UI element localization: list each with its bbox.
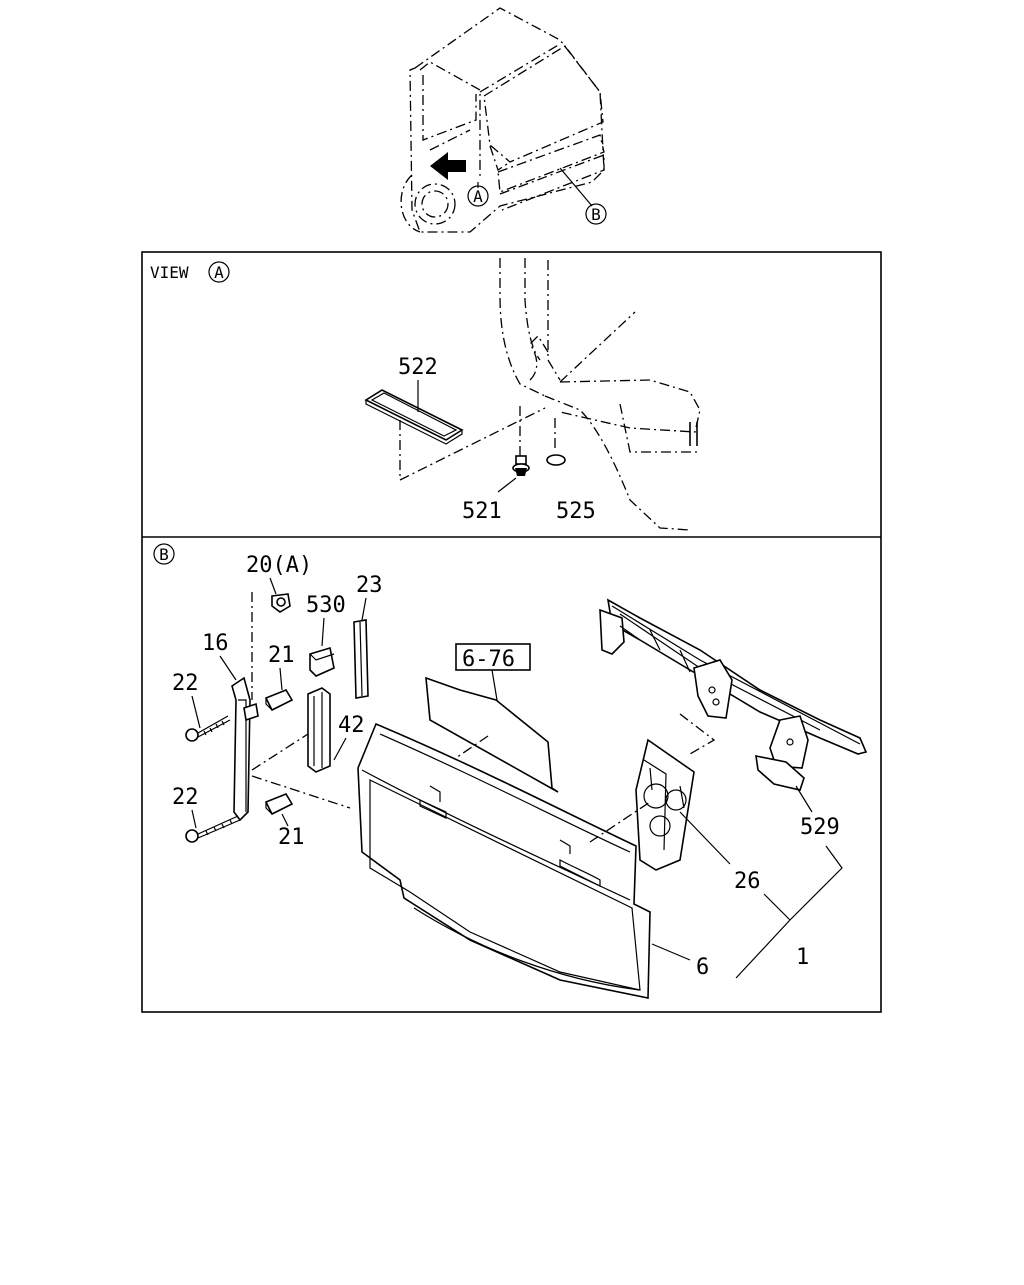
view-b-marker <box>585 203 607 225</box>
label-521: 521 <box>462 499 502 524</box>
view-b-section: B 20(A) 530 23 16 21 22 <box>153 543 868 999</box>
screw-22-top <box>185 715 231 742</box>
label-16: 16 <box>202 631 229 656</box>
view-a-title: VIEW <box>150 263 189 282</box>
label-23: 23 <box>356 573 383 598</box>
insulator-6-76 <box>425 676 559 793</box>
label-22-top: 22 <box>172 671 199 696</box>
label-6-76: 6-76 <box>462 647 515 672</box>
seal-525 <box>546 454 566 466</box>
ref-box-6-76 <box>455 643 531 671</box>
label-6: 6 <box>696 955 709 980</box>
label-530: 530 <box>306 593 346 618</box>
assembly-leader-1 <box>735 845 843 979</box>
label-529: 529 <box>800 815 840 840</box>
view-a-section: VIEW A 522 521 <box>150 258 701 531</box>
step-plate-522 <box>364 380 464 445</box>
view-b-marker-letter: B <box>591 205 601 224</box>
view-a-marker <box>467 185 489 207</box>
bracket-16 <box>231 676 251 822</box>
label-20a: 20(A) <box>246 553 312 578</box>
truck-cab-overview: A B <box>400 7 607 233</box>
view-a-title-marker <box>208 261 230 283</box>
nut-21-top <box>264 689 294 712</box>
seal-42 <box>307 687 331 773</box>
view-b-title-marker <box>153 543 175 565</box>
view-a-marker-letter: A <box>473 187 483 206</box>
label-21-top: 21 <box>268 643 295 668</box>
clip-521 <box>512 455 530 476</box>
upper-frame <box>599 598 868 791</box>
view-a-title-letter: A <box>214 263 224 282</box>
label-525: 525 <box>556 499 596 524</box>
label-26: 26 <box>734 869 761 894</box>
label-22-bottom: 22 <box>172 785 199 810</box>
label-1: 1 <box>796 945 809 970</box>
screw-22-bottom <box>185 815 241 843</box>
label-522: 522 <box>398 355 438 380</box>
clip-20a <box>271 593 291 613</box>
cap-530 <box>309 646 335 677</box>
bracket-26 <box>635 738 695 871</box>
label-42: 42 <box>338 713 365 738</box>
front-panel-6 <box>357 722 651 999</box>
nut-21-bottom <box>264 793 294 816</box>
view-b-title-letter: B <box>159 545 169 564</box>
diagram-frame <box>141 251 882 1013</box>
label-21-bottom: 21 <box>278 825 305 850</box>
